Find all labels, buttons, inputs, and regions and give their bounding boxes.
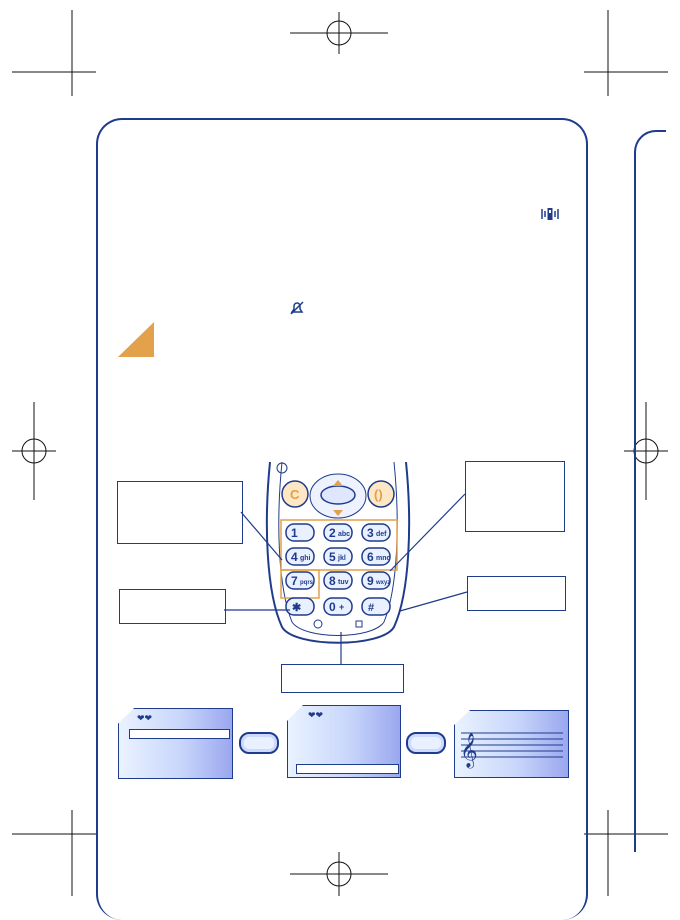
key-9-label: 9 (367, 574, 374, 588)
key-0-letters: + (339, 602, 344, 612)
key-5-label: 5 (329, 550, 336, 564)
silent-bell-icon (288, 300, 306, 319)
callout-hash-key (467, 576, 566, 611)
key-3-letters: def (376, 531, 387, 538)
warning-triangle-icon (118, 322, 154, 357)
navigate-button-2 (406, 732, 446, 754)
callout-star-key (119, 589, 226, 624)
key-8-label: 8 (329, 574, 336, 588)
vibrate-icon (540, 206, 560, 225)
call-key-label: () (374, 487, 383, 502)
key-star-label: ✱ (292, 602, 301, 614)
screen-2-highlight-bar (296, 764, 399, 774)
key-hash-label: # (368, 602, 374, 614)
treble-clef-icon: 𝄞 (460, 733, 478, 769)
screen-2: ❤❤ (287, 705, 401, 778)
key-7-letters: pqrs (300, 580, 314, 586)
key-3-label: 3 (367, 526, 374, 540)
key-7-label: 7 (291, 574, 298, 588)
key-9-letters: wxyz (375, 580, 390, 586)
navigate-button-1 (239, 732, 279, 754)
screen-3: 𝄞 (454, 710, 569, 778)
phone-keypad-illustration: 1 2 abc 3 def 4 ghi 5 jkl 6 mno 7 pqrs 8… (265, 462, 411, 644)
callout-keypad-right (465, 461, 565, 532)
callout-keypad-left (117, 481, 243, 544)
screen-1: ❤❤ (118, 708, 233, 779)
key-2-label: 2 (329, 526, 336, 540)
callout-bottom (281, 664, 404, 693)
key-6-label: 6 (367, 550, 374, 564)
key-1-label: 1 (291, 526, 298, 540)
key-5-letters: jkl (337, 555, 346, 562)
clear-key-label: C (290, 487, 300, 502)
next-page-edge (634, 130, 666, 852)
hearts-icon: ❤❤ (137, 713, 153, 723)
hearts-icon-2: ❤❤ (308, 710, 324, 720)
key-4-label: 4 (291, 550, 298, 564)
key-2-letters: abc (338, 531, 350, 538)
key-0-label: 0 (329, 600, 336, 614)
page-frame (96, 118, 588, 920)
key-8-letters: tuv (338, 579, 349, 586)
screen-1-highlight-bar (129, 729, 230, 739)
music-staff: 𝄞 (460, 732, 563, 769)
key-4-letters: ghi (300, 555, 311, 562)
key-6-letters: mno (376, 555, 391, 562)
